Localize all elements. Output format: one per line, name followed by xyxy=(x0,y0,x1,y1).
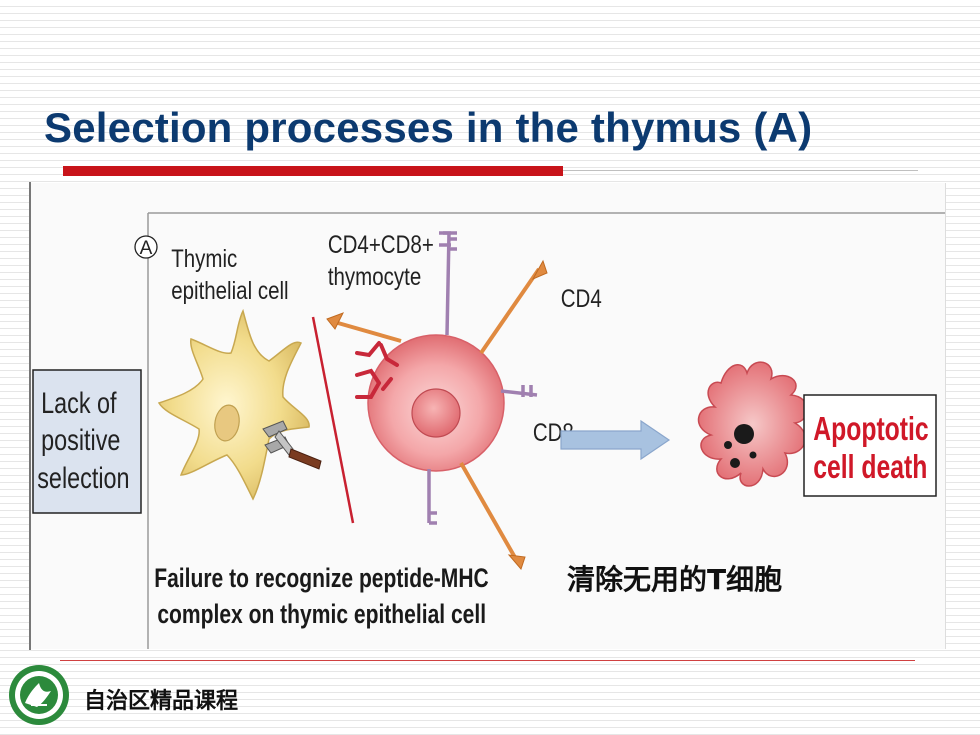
mhc-molecule-icon xyxy=(262,420,322,470)
right-box-line-2: cell death xyxy=(813,450,927,486)
chromatin-fragment xyxy=(730,458,740,468)
progression-arrow xyxy=(560,419,671,461)
thymic-cell-label-2: epithelial cell xyxy=(171,276,288,304)
lack-of-selection-box xyxy=(32,369,142,514)
thymic-cell-label-1: Thymic xyxy=(171,244,237,272)
title-underline-red xyxy=(63,166,563,176)
right-box-line-1: Apoptotic xyxy=(813,412,928,448)
title-underline-thin xyxy=(563,170,918,171)
cd4-label: CD4 xyxy=(561,284,602,312)
slide-title: Selection processes in the thymus (A) xyxy=(44,104,813,151)
cd4-arrowheads xyxy=(326,259,548,570)
caption-line-2: complex on thymic epithelial cell xyxy=(157,600,486,630)
footer-course-label: 自治区精品课程 xyxy=(84,689,239,714)
chinese-note: 清除无用的T细胞 xyxy=(567,563,782,596)
tcr-receptor-icon xyxy=(355,341,399,399)
cd4-receptor-icon xyxy=(330,267,541,562)
apoptotic-box xyxy=(803,394,937,497)
left-box-line-2: positive xyxy=(41,423,120,456)
caption-line-1: Failure to recognize peptide-MHC xyxy=(154,564,489,594)
left-box-line-1: Lack of xyxy=(41,386,117,419)
cd8-receptor-top xyxy=(439,231,451,247)
non-recognition-line xyxy=(311,316,355,524)
left-box-line-3: selection xyxy=(37,461,129,494)
thymic-epithelial-cell xyxy=(157,308,310,501)
panel-letter-badge xyxy=(134,235,158,259)
cd8-receptor-icon xyxy=(427,231,538,525)
footer-divider xyxy=(60,660,915,661)
chromatin-fragment xyxy=(734,424,754,444)
chromatin-fragment xyxy=(724,441,732,449)
selection-diagram: A Thymic epithelial cell CD4+CD8+ thymoc… xyxy=(31,183,946,649)
thymocyte-label-2: thymocyte xyxy=(328,262,421,290)
university-seal-icon xyxy=(7,663,71,727)
thymocyte-nucleus xyxy=(411,388,461,438)
figure-left-border xyxy=(29,182,31,650)
epithelial-nucleus xyxy=(214,404,240,442)
apoptotic-cell xyxy=(697,361,808,487)
panel-letter: A xyxy=(140,238,153,259)
chromatin-fragment xyxy=(749,451,757,459)
diagram-canvas: A Thymic epithelial cell CD4+CD8+ thymoc… xyxy=(32,212,945,649)
thymocyte-label-1: CD4+CD8+ xyxy=(328,230,434,258)
